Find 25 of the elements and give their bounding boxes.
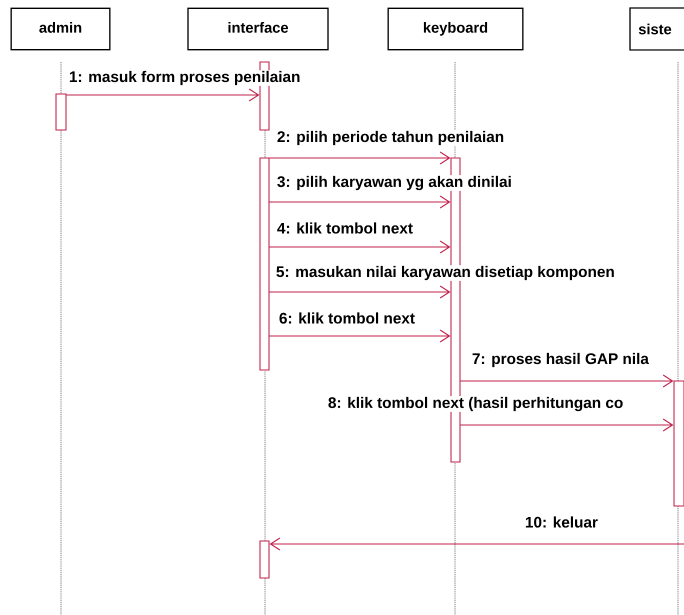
edge-label: 7: proses hasil GAP nila	[471, 352, 650, 368]
activation-bar	[259, 157, 270, 371]
edge-label: 2: pilih periode tahun penilaian	[276, 130, 505, 146]
message-arrow	[460, 418, 674, 432]
message-arrow	[270, 286, 450, 298]
message-arrow	[270, 330, 450, 342]
message-arrow	[270, 196, 450, 208]
edge-label: 8: klik tombol next (hasil perhitungan co	[327, 396, 624, 412]
edge-label: 5: masukan nilai karyawan disetiap komponen	[275, 265, 616, 281]
lifeline-head: interface	[187, 8, 329, 50]
message-arrow	[270, 240, 450, 254]
activation-bar	[259, 540, 270, 579]
edge-label: 10: keluar	[524, 516, 599, 528]
message-arrow	[270, 152, 450, 164]
edge-label: 4: klik tombol next	[276, 222, 414, 234]
message-arrow	[270, 538, 684, 550]
edge-label: 3: pilih karyawan yg akan dinilai	[276, 175, 513, 191]
edge-label: 6: klik tombol next	[278, 312, 416, 324]
lifeline-head: keyboard	[388, 8, 524, 50]
activation-bar	[673, 380, 684, 507]
lifeline-head: admin	[10, 8, 110, 50]
message-arrow	[66, 88, 260, 102]
lifeline-head: siste	[629, 7, 684, 51]
activation-bar	[55, 93, 67, 131]
message-arrow	[460, 374, 674, 388]
